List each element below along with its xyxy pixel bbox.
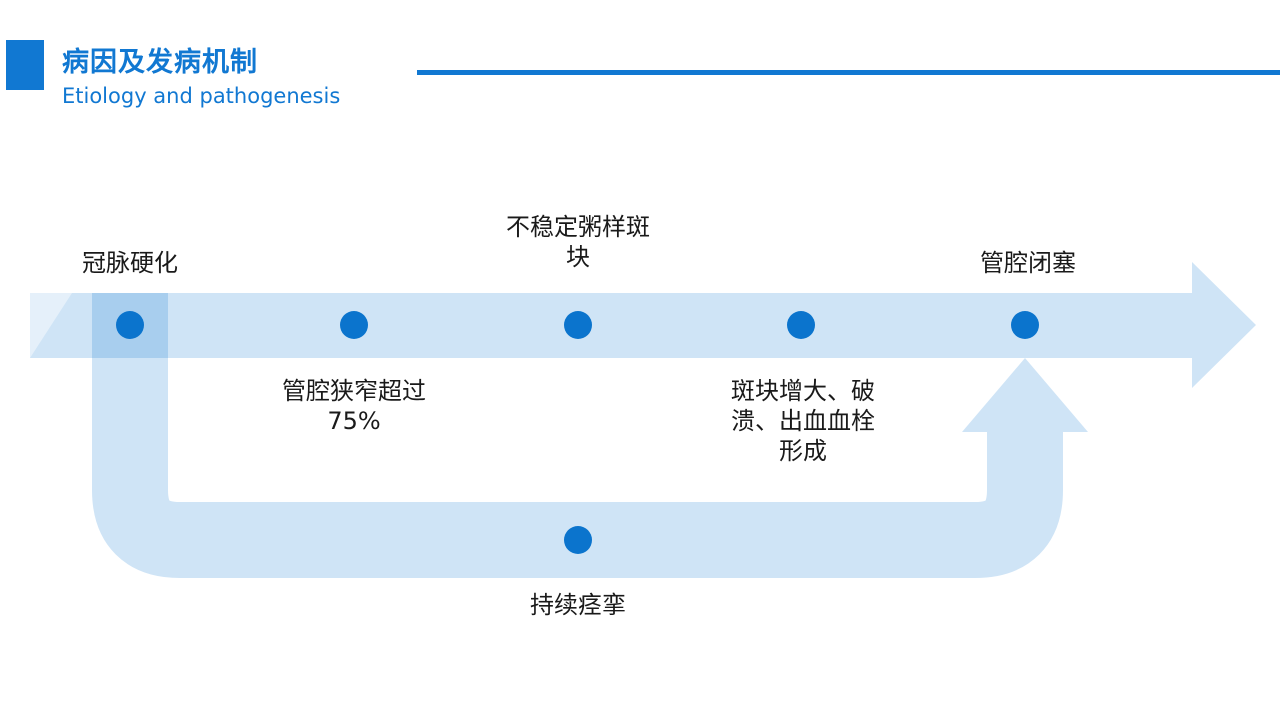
timeline-dot-4 — [787, 311, 815, 339]
header-divider-line — [417, 70, 1280, 75]
label-persistent-spasm: 持续痉挛 — [530, 591, 626, 619]
header-accent-square — [6, 40, 44, 90]
timeline-dot-5 — [1011, 311, 1039, 339]
label-unstable-plaque: 不稳定粥样斑块 — [506, 213, 650, 271]
label-plaque-growth: 斑块增大、破溃、出血血栓形成 — [731, 377, 875, 465]
label-coronary-sclerosis: 冠脉硬化 — [82, 249, 178, 277]
label-lumen-occlusion: 管腔闭塞 — [980, 249, 1076, 277]
timeline-tail-highlight — [30, 293, 72, 358]
loop-up-arrowhead-icon — [962, 358, 1088, 432]
page-title: 病因及发病机制 — [62, 47, 258, 78]
page-subtitle: Etiology and pathogenesis — [62, 84, 341, 108]
timeline-dot-1 — [116, 311, 144, 339]
timeline-arrow-band — [30, 262, 1256, 388]
label-lumen-stenosis: 管腔狭窄超过75% — [282, 377, 426, 435]
timeline-dot-2 — [340, 311, 368, 339]
timeline-dot-3 — [564, 311, 592, 339]
loop-dot — [564, 526, 592, 554]
